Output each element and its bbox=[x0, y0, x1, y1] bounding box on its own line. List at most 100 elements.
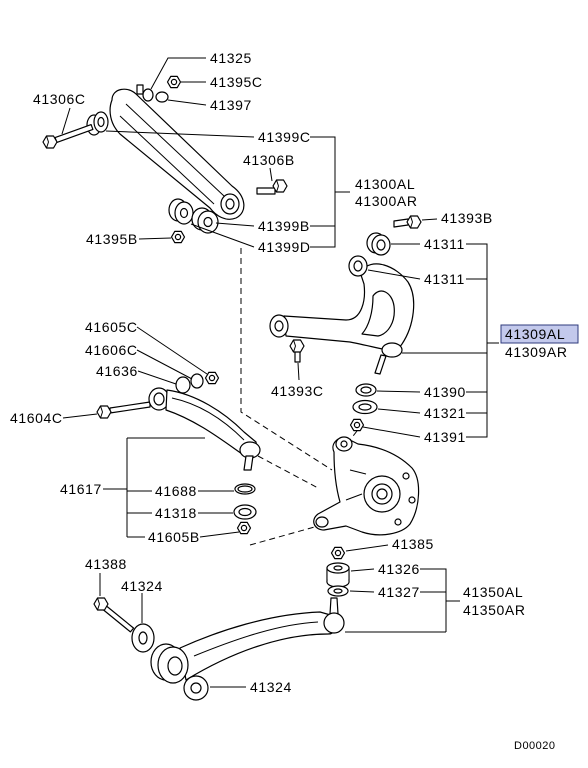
lateral-link-right-eye bbox=[220, 193, 240, 215]
leader-line-41391 bbox=[362, 426, 421, 438]
leader-line-41636 bbox=[137, 370, 177, 385]
callout-41311-arm-bushing[interactable]: 41311 bbox=[424, 271, 465, 287]
upper-ball-joint bbox=[374, 342, 403, 375]
lateral-link-stud bbox=[136, 84, 144, 95]
leader-line-41395b bbox=[138, 237, 172, 240]
callout-41327[interactable]: 41327 bbox=[378, 584, 420, 600]
hex-nut-41605b bbox=[236, 521, 252, 535]
callout-41324-rear-washer[interactable]: 41324 bbox=[250, 679, 292, 695]
callout-41324-front-washer[interactable]: 41324 bbox=[121, 578, 163, 594]
callout-41385[interactable]: 41385 bbox=[392, 536, 434, 552]
lower-arm-bushing bbox=[150, 643, 189, 684]
leader-line-41399d bbox=[190, 223, 255, 248]
callout-41306b[interactable]: 41306B bbox=[243, 152, 295, 168]
leader-line-41390 bbox=[376, 390, 421, 393]
lateral-link-rib bbox=[119, 115, 215, 205]
bushing-41311-upper bbox=[366, 232, 391, 256]
callout-41300al[interactable]: 41300AL bbox=[355, 176, 415, 192]
washer-41324-rear bbox=[183, 675, 209, 701]
leader-line-41306b bbox=[269, 167, 273, 182]
leader-line-41399c bbox=[105, 130, 255, 138]
callout-41395c[interactable]: 41395C bbox=[210, 74, 263, 90]
lateral-link-left-bushing bbox=[86, 111, 109, 136]
leader-line-41605b bbox=[199, 531, 240, 538]
dashed-line-balljoint-to-knuckle bbox=[257, 455, 319, 489]
hub-bolt-hole bbox=[408, 496, 416, 504]
leader-line-41326 bbox=[350, 568, 375, 572]
hex-nut-41395b bbox=[170, 230, 186, 244]
callout-41397[interactable]: 41397 bbox=[210, 97, 252, 113]
callout-41688[interactable]: 41688 bbox=[155, 483, 197, 499]
callout-41391[interactable]: 41391 bbox=[424, 429, 466, 445]
lower-link-assembly bbox=[96, 371, 261, 535]
lower-arm-rib bbox=[193, 621, 319, 657]
link-41617-ball-joint bbox=[239, 441, 261, 471]
lower-ball-joint bbox=[323, 597, 345, 634]
hex-nut-41391 bbox=[349, 418, 365, 432]
callout-41318[interactable]: 41318 bbox=[155, 505, 197, 521]
leader-line-41393c bbox=[297, 362, 300, 381]
leader-line-41393b bbox=[421, 218, 438, 221]
selected-callout-highlight bbox=[501, 325, 578, 343]
callout-41606c[interactable]: 41606C bbox=[85, 342, 138, 358]
bushing-41311-arm bbox=[348, 255, 368, 277]
ring-41688 bbox=[234, 483, 256, 495]
bushing-41636 bbox=[175, 376, 191, 394]
callout-41636[interactable]: 41636 bbox=[96, 363, 138, 379]
callout-41399c[interactable]: 41399C bbox=[258, 129, 311, 145]
leader-line-41327 bbox=[349, 590, 375, 593]
callout-41325[interactable]: 41325 bbox=[210, 50, 252, 66]
callout-41605b[interactable]: 41605B bbox=[148, 529, 200, 545]
bolt-41604c bbox=[96, 401, 151, 419]
washer-41397 bbox=[155, 91, 169, 103]
callout-41388[interactable]: 41388 bbox=[85, 556, 127, 572]
leader-line-41399b bbox=[215, 222, 255, 227]
callout-41300ar[interactable]: 41300AR bbox=[355, 193, 418, 209]
hub-bolt-hole bbox=[394, 518, 402, 526]
leader-lines bbox=[61, 57, 499, 688]
bushing-41399b bbox=[191, 207, 219, 234]
hex-nut-41605c bbox=[204, 371, 220, 385]
callout-41350ar[interactable]: 41350AR bbox=[463, 602, 526, 618]
ring-41318 bbox=[233, 504, 257, 520]
callout-41350al[interactable]: 41350AL bbox=[463, 584, 523, 600]
leader-line-41605c bbox=[136, 326, 208, 375]
lateral-link-rib bbox=[125, 103, 225, 197]
leader-line-41325 bbox=[150, 57, 206, 90]
upper-arm-pivot-boss bbox=[269, 314, 289, 338]
lateral-link-arm bbox=[109, 88, 245, 220]
callout-41309al-selected[interactable]: 41309AL bbox=[505, 326, 565, 342]
bolt-41306c bbox=[42, 123, 94, 149]
dashed-line-nut-to-knuckle bbox=[249, 525, 319, 546]
callout-41393c[interactable]: 41393C bbox=[271, 383, 324, 399]
callout-41617[interactable]: 41617 bbox=[60, 481, 102, 497]
callout-41604c[interactable]: 41604C bbox=[10, 410, 63, 426]
selected-callout-border bbox=[500, 324, 579, 344]
leader-line-41385 bbox=[345, 544, 389, 552]
callout-41326[interactable]: 41326 bbox=[378, 561, 420, 577]
upper-arm-window bbox=[361, 290, 395, 337]
bushing-41326 bbox=[326, 562, 350, 588]
callout-41605c[interactable]: 41605C bbox=[85, 319, 138, 335]
leader-line-41306c bbox=[61, 107, 71, 135]
upper-lateral-link-assembly bbox=[42, 75, 288, 244]
callout-bracket-41300 bbox=[310, 136, 350, 248]
callout-bracket-41617 bbox=[126, 438, 152, 538]
diagram-code: D00020 bbox=[514, 740, 556, 752]
dashed-line-link-to-knuckle bbox=[240, 248, 333, 471]
callout-41390[interactable]: 41390 bbox=[424, 384, 466, 400]
callout-41399b[interactable]: 41399B bbox=[258, 218, 310, 234]
callout-labels: 41325 41395C 41397 41306C 41399C 41306B … bbox=[10, 50, 568, 695]
callout-bracket-41350 bbox=[420, 568, 460, 632]
leader-line-41606c bbox=[136, 349, 193, 380]
dashed-line-upper-balljoint bbox=[349, 430, 358, 441]
callout-41306c[interactable]: 41306C bbox=[33, 91, 86, 107]
callout-41321[interactable]: 41321 bbox=[424, 405, 466, 421]
callout-41399d[interactable]: 41399D bbox=[258, 239, 311, 255]
bolt-41393b bbox=[393, 215, 422, 229]
leader-line-41311-arm bbox=[367, 269, 421, 280]
callout-41393b[interactable]: 41393B bbox=[441, 210, 493, 226]
callout-41395b[interactable]: 41395B bbox=[86, 231, 138, 247]
callout-41309ar[interactable]: 41309AR bbox=[505, 344, 568, 360]
callout-41311-upper-bushing[interactable]: 41311 bbox=[424, 236, 465, 252]
